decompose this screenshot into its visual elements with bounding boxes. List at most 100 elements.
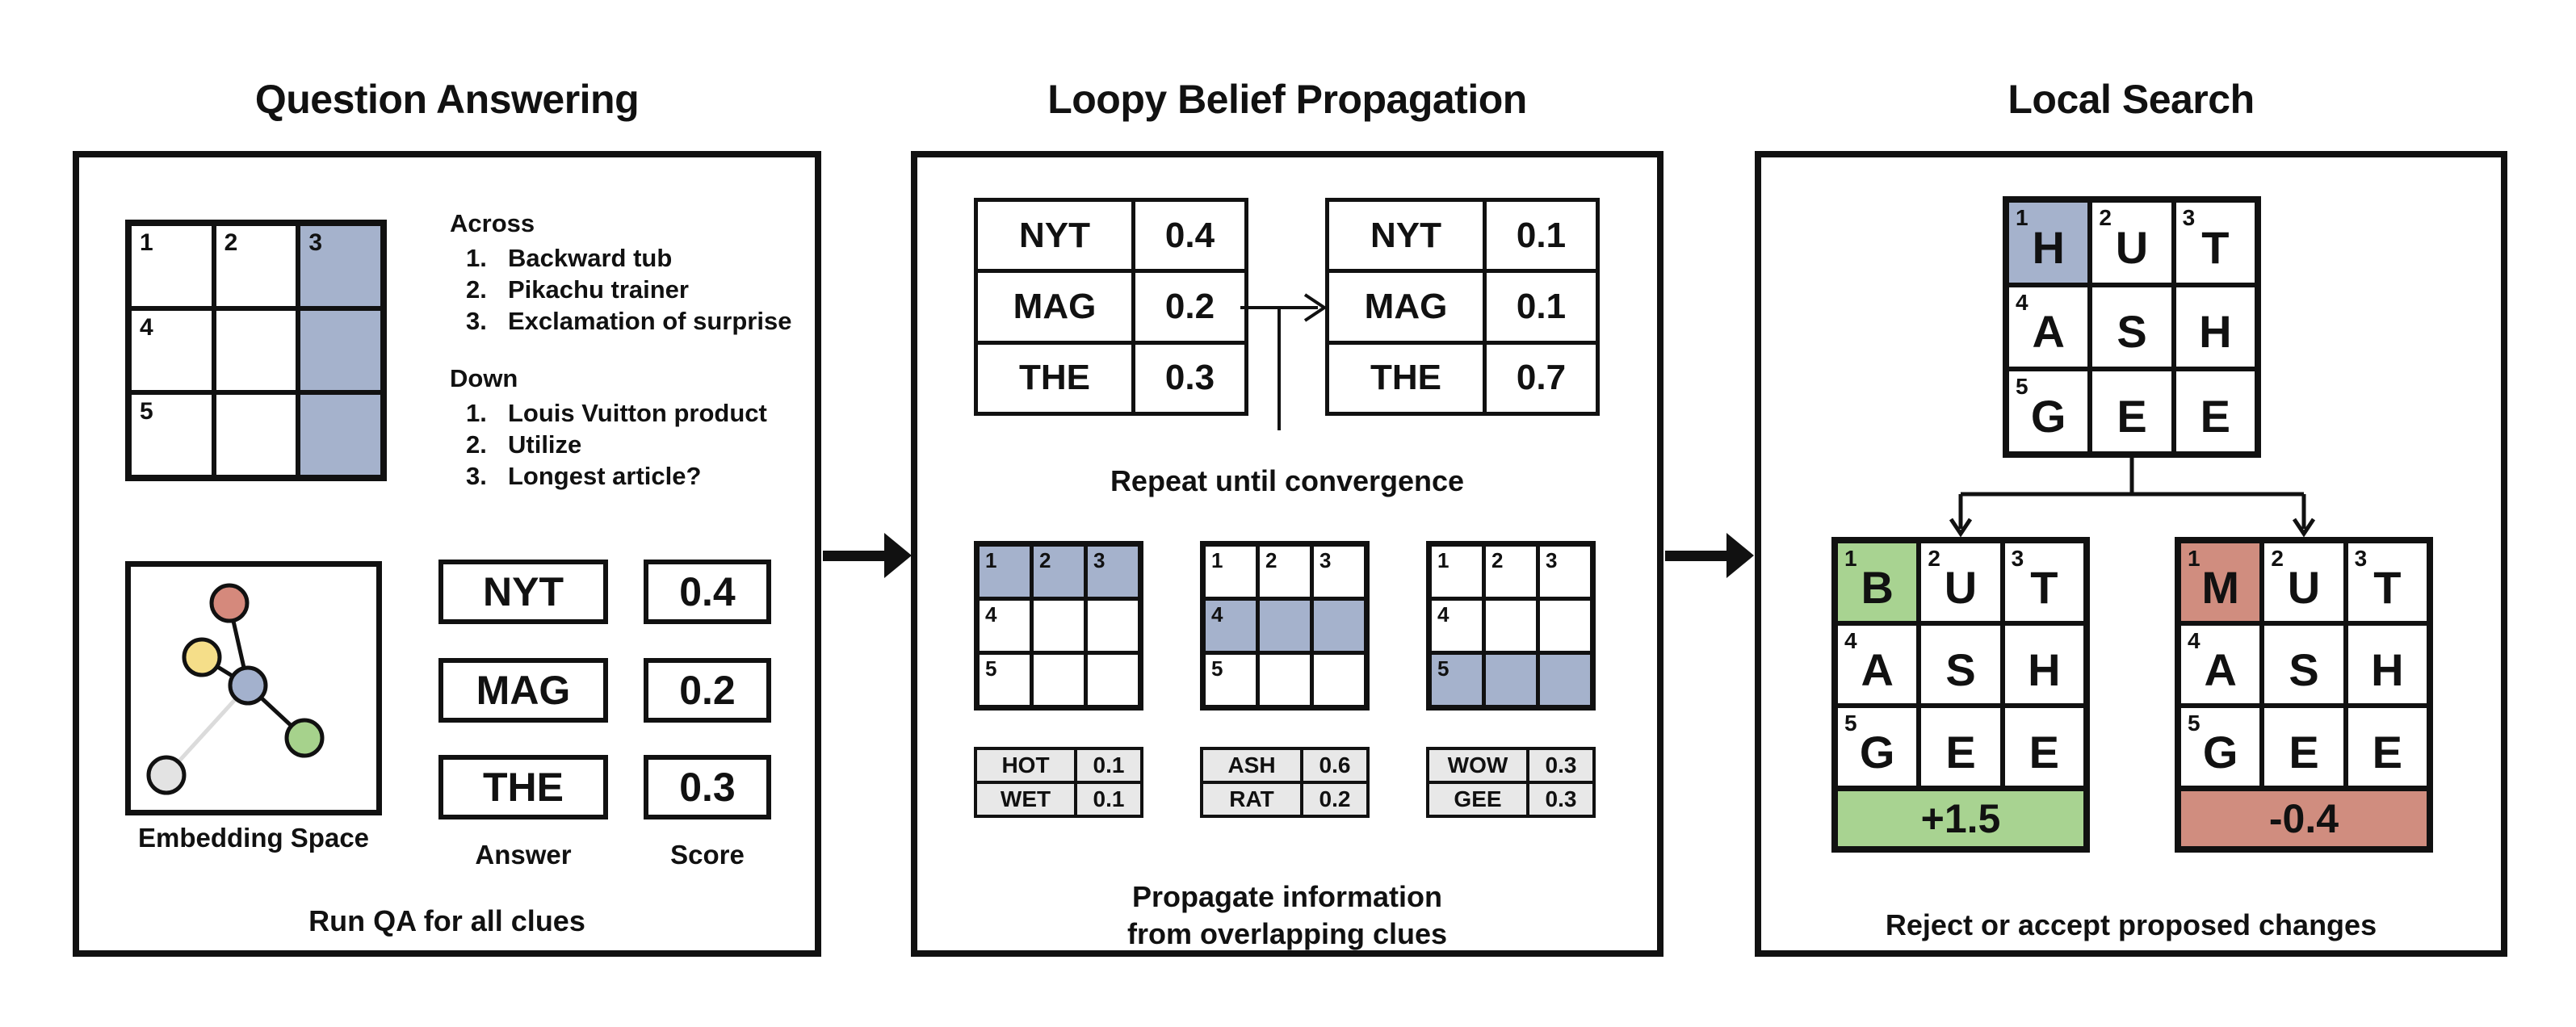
letter-cell: H [2347,626,2427,703]
cell-number: 4 [2016,289,2028,315]
cell-number: 3 [2182,205,2196,230]
bp-score: 0.7 [1487,344,1596,412]
candidate-table: HOT 0.1 WET 0.1 [974,747,1143,818]
grid-cell [300,395,380,475]
mini-grid-across5: 1 2 3 4 5 [1426,541,1596,711]
cell-letter: T [2373,561,2402,613]
arrow-shaft [823,551,884,561]
mini-grid-across4: 1 2 3 4 5 [1200,541,1370,711]
panel1-title: Question Answering [254,77,640,122]
grid-cell: 5 [1206,655,1256,705]
cell-letter: H [2371,643,2404,695]
arrow-panel2-to-panel3 [1665,533,1754,578]
score-column-label: Score [670,840,745,870]
clue-text: Longest article? [508,462,702,490]
cell-number: 2 [1265,548,1278,572]
cell-letter: M [2201,561,2239,613]
grid-cell: 5 [132,395,212,475]
cell-number: 2 [1039,548,1051,572]
cell-number: 4 [1437,602,1450,627]
cell-number: 1 [1437,548,1450,572]
grid-cell [1486,601,1536,651]
grid-cell [1260,655,1310,705]
cell-letter: S [2117,306,2147,358]
cell-number: 5 [140,398,153,425]
letter-cell: E [2004,708,2083,786]
candidate-word: WET [977,784,1074,815]
cell-letter: A [2032,306,2065,358]
letter-cell: E [2347,708,2427,786]
cell-number: 2 [1491,548,1504,572]
candidate-word: HOT [977,750,1074,781]
bp-word: NYT [978,202,1131,270]
grid-cell [1540,655,1590,705]
cell-letter: G [2202,726,2238,778]
score-delta-badge: -0.4 [2181,786,2427,846]
panel2-caption-line2: from overlapping clues [1126,917,1448,950]
grid-cell: 1 [980,547,1030,597]
cell-number: 4 [985,602,997,627]
embedding-space-label: Embedding Space [137,823,370,853]
grid-cell [216,395,296,475]
grid-cell: 1 [1432,547,1482,597]
cell-number: 5 [985,656,997,681]
grid-cell [1034,601,1084,651]
cell-number: 2 [2099,205,2112,230]
letter-cell: E [2175,371,2255,451]
panel3-caption: Reject or accept proposed changes [1885,908,2377,941]
answer-box: THE [438,755,608,820]
grid-cell [300,310,380,391]
clue-item: 3.Exclamation of surprise [450,305,829,337]
cell-number: 3 [308,229,323,256]
cell-number: 1 [985,548,997,572]
candidate-score: 0.3 [1529,784,1592,815]
cell-letter: E [2372,726,2402,778]
candidate-table: WOW 0.3 GEE 0.3 [1426,747,1596,818]
grid-cell: 2 [1260,547,1310,597]
clue-list: Across 1.Backward tub 2.Pikachu trainer … [450,207,829,492]
clue-number: 3. [466,462,487,490]
grid-cell: 2 [216,226,296,306]
answer-column-label: Answer [475,840,572,870]
panel3-title: Local Search [2008,77,2255,122]
cell-number: 3 [1093,548,1105,572]
grid-cell [1088,601,1138,651]
cell-number: 1 [2188,546,2201,571]
cell-letter: S [2289,643,2319,695]
cell-letter: E [1945,726,1976,778]
letter-cell: E [2264,708,2343,786]
branch-connector [1949,451,2316,538]
cell-letter: U [2115,221,2149,273]
score-delta-badge: +1.5 [1838,786,2083,846]
cell-number: 1 [1211,548,1223,572]
candidate-word: ASH [1203,750,1300,781]
letter-cell: E [1921,708,2000,786]
panel2-caption-line1: Propagate information [1131,880,1443,913]
cell-letter: E [2117,391,2147,442]
arrow-head [1726,533,1754,578]
grid-cell [1314,601,1364,651]
grid-cell: 2 [1486,547,1536,597]
cell-number: 3 [2011,546,2024,571]
cell-number: 4 [140,313,153,341]
grid-cell: 3 [1540,547,1590,597]
panel2-title: Loopy Belief Propagation [1047,77,1527,122]
cell-number: 1 [140,229,153,256]
arrow-shaft [1665,551,1726,561]
cell-letter: H [2199,306,2232,358]
clue-text: Utilize [508,430,582,459]
bp-word: THE [978,344,1131,412]
cell-letter: A [1861,643,1894,695]
